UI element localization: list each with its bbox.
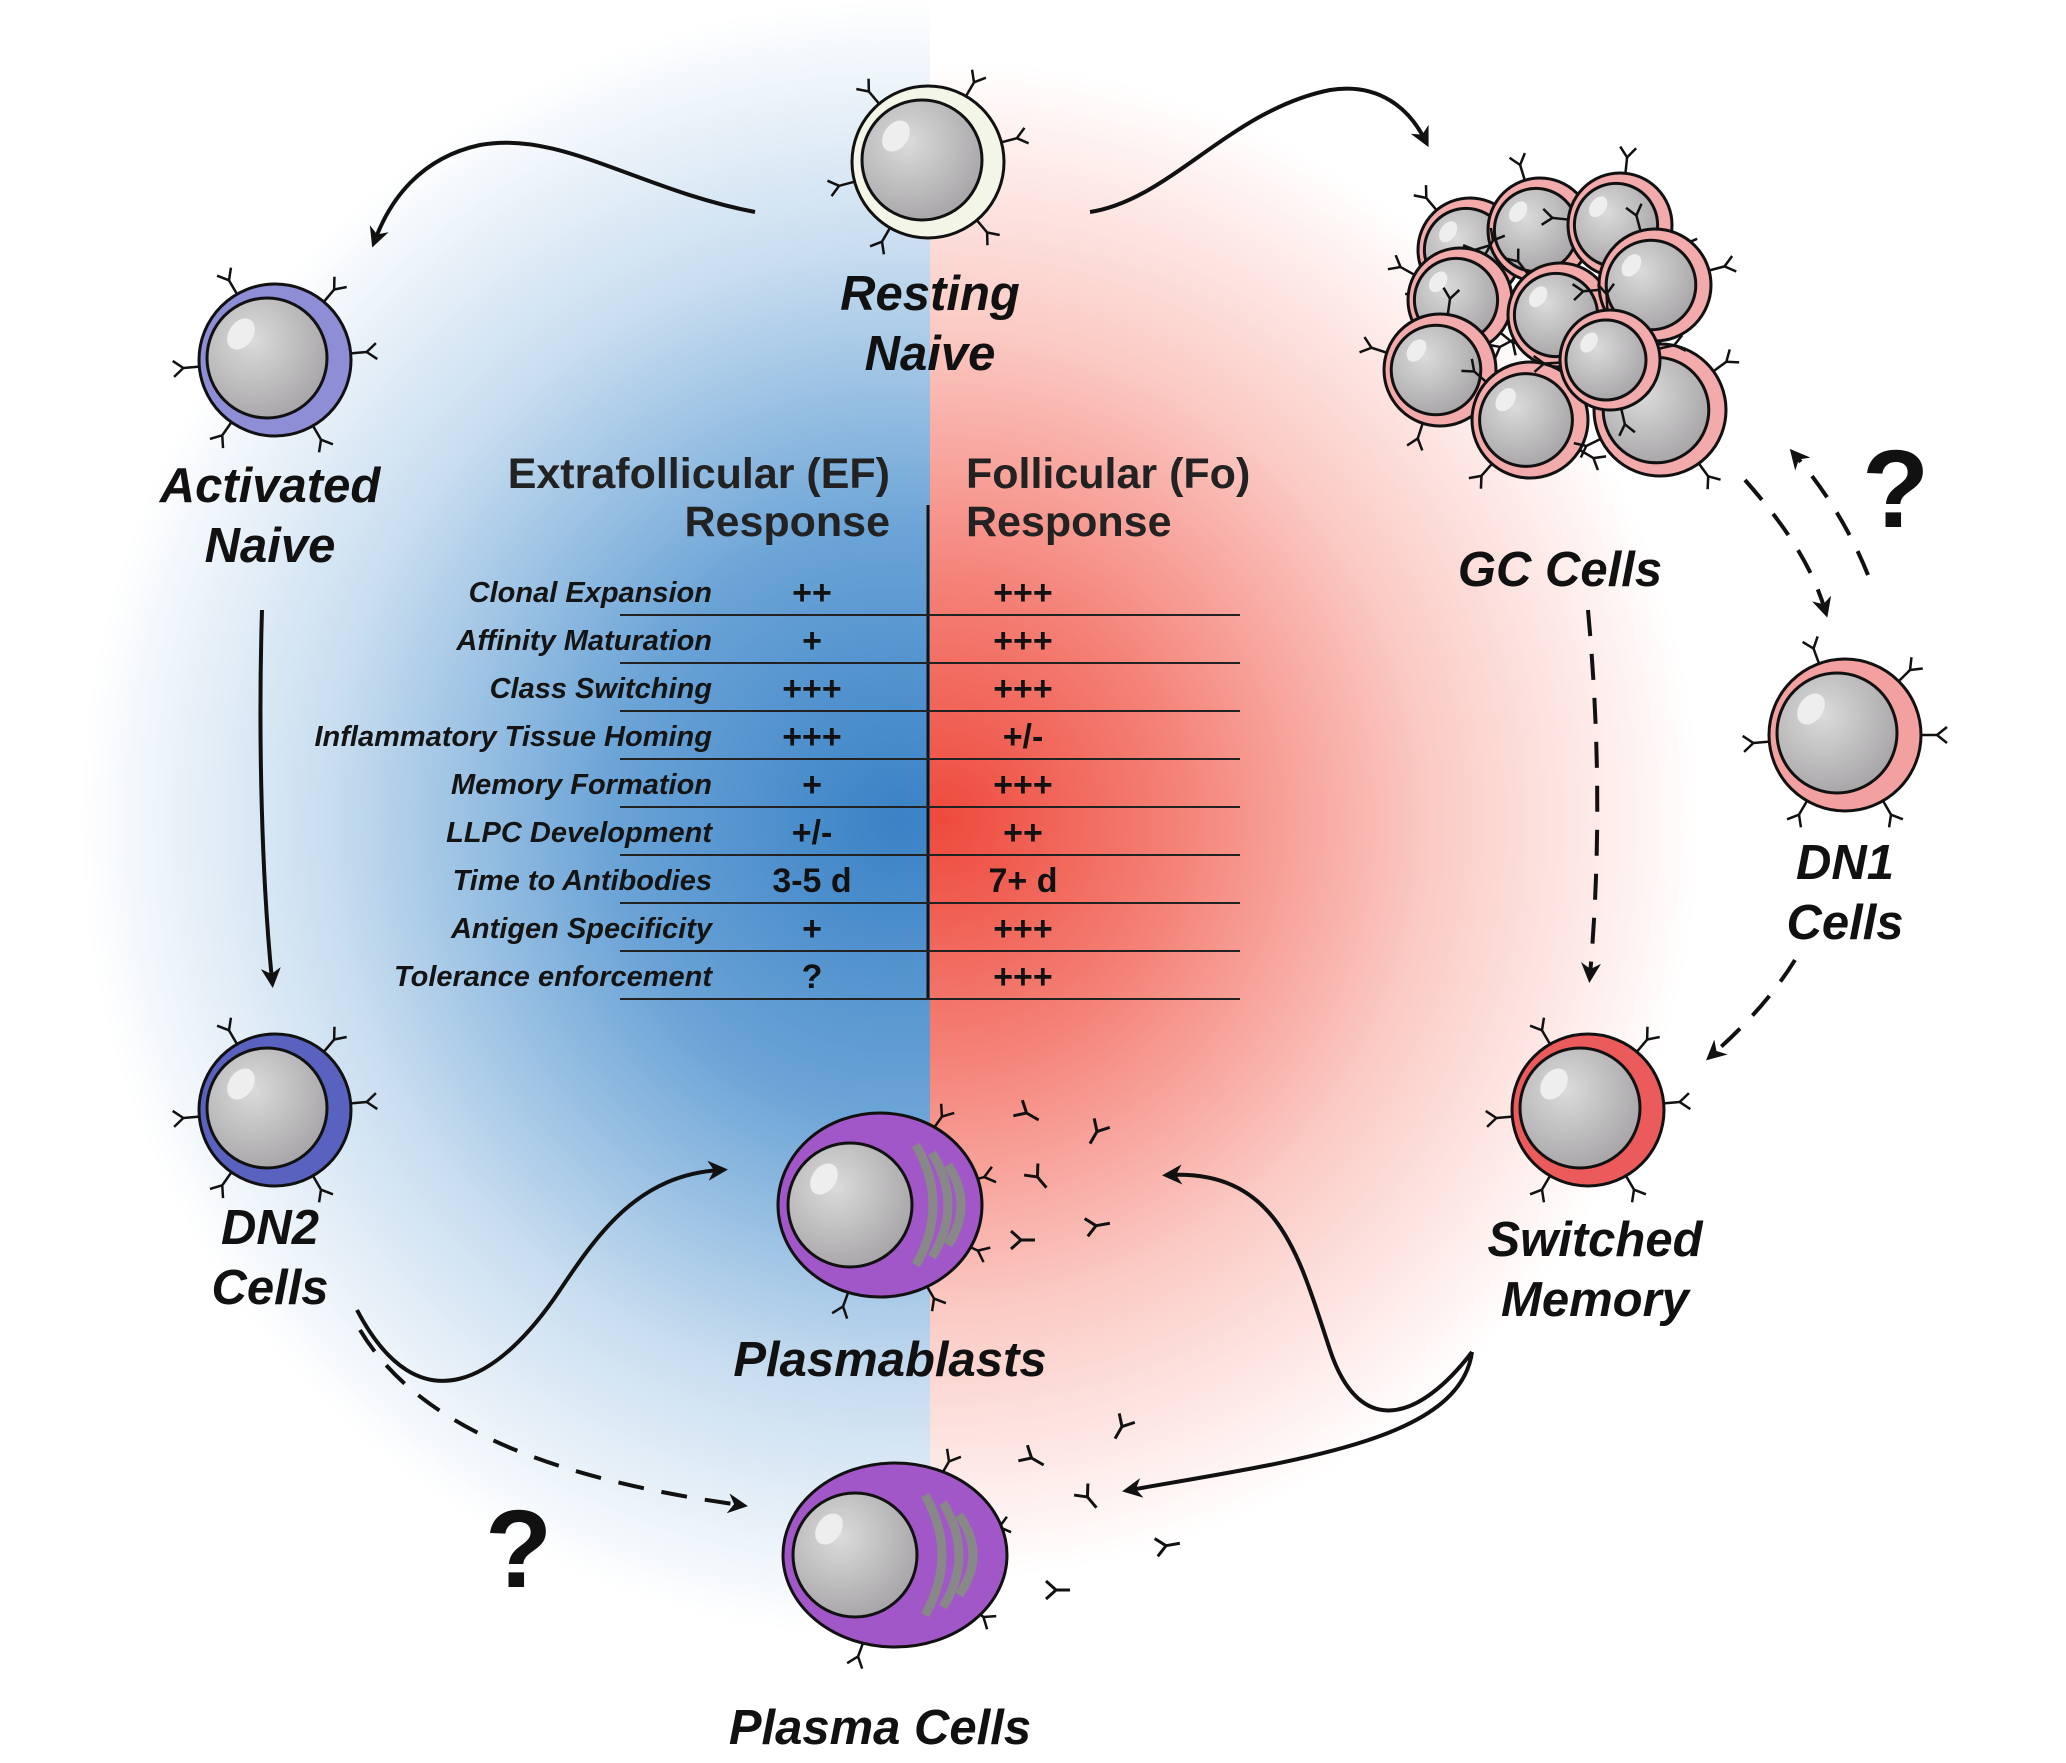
- ef-background: [0, 0, 930, 1763]
- row-label: Antigen Specificity: [450, 913, 712, 945]
- fo-value: 7+ d: [988, 862, 1058, 900]
- gc-cells-cluster: [1358, 145, 1741, 491]
- question-mark-dn2-plasma: ?: [485, 1488, 553, 1611]
- table-row-lines: [620, 614, 1240, 1000]
- gc-cell: [1571, 202, 1738, 369]
- plasma-cell: [781, 1447, 1013, 1670]
- table-row: Time to Antibodies 3-5 d 7+ d: [300, 857, 1240, 905]
- ef-value: +: [802, 766, 822, 804]
- switched-memory-label: Switched Memory: [1487, 1213, 1703, 1327]
- table-row: LLPC Development +/- ++: [300, 809, 1240, 857]
- ef-value: +++: [782, 718, 842, 756]
- dn2-label: DN2 Cells: [211, 1201, 329, 1315]
- row-label: Memory Formation: [450, 769, 712, 801]
- plasmablasts-label: Plasmablasts: [733, 1333, 1047, 1387]
- plasma-cells-label: Plasma Cells: [728, 1701, 1032, 1755]
- table-row: Antigen Specificity++++: [300, 905, 1240, 953]
- gc-cell: [1358, 286, 1524, 452]
- resting-naive-label: Resting Naive: [840, 267, 1020, 381]
- fo-header: Follicular (Fo) Response: [966, 450, 1251, 546]
- ef-value: +++: [782, 670, 842, 708]
- ef-value: +: [802, 622, 822, 660]
- switched-memory-cell: [1484, 1016, 1692, 1204]
- row-label: Affinity Maturation: [456, 625, 712, 657]
- fo-value: +++: [993, 910, 1053, 948]
- fo-value: +++: [993, 574, 1053, 612]
- fo-value: +++: [993, 622, 1053, 660]
- ef-value: ++: [792, 574, 832, 612]
- gc-cells-label: GC Cells: [1457, 543, 1663, 597]
- ef-value: +: [802, 910, 822, 948]
- row-label: Inflammatory Tissue Homing: [314, 721, 713, 753]
- ef-header: Extrafollicular (EF) Response: [507, 450, 890, 546]
- question-mark-dn1: ?: [1862, 428, 1930, 551]
- ef-value: ?: [801, 958, 823, 996]
- dn1-cell: [1741, 635, 1949, 829]
- row-label: Clonal Expansion: [468, 577, 712, 609]
- row-label: LLPC Development: [446, 817, 712, 849]
- activated-naive-label: Activated Naive: [159, 459, 381, 573]
- fo-value: +/-: [1002, 718, 1044, 756]
- fo-value: +++: [993, 958, 1053, 996]
- ef-value: +/-: [791, 814, 833, 852]
- fo-value: +++: [993, 766, 1053, 804]
- plasmablast-cell: [776, 1102, 998, 1320]
- dn1-label: DN1 Cells: [1786, 836, 1904, 950]
- table-row: Tolerance enforcement? +++: [300, 953, 1240, 1001]
- table-row: Memory Formation++++: [300, 761, 1240, 809]
- table-row: Inflammatory Tissue Homing +++ +/-: [300, 713, 1240, 761]
- activated-naive-cell: [171, 266, 379, 454]
- arrows: [258, 86, 1474, 1498]
- gc-cell: [1461, 151, 1620, 310]
- dashed-arrows: [358, 448, 1870, 1514]
- resting-naive-cell: [826, 68, 1030, 256]
- table-row: Affinity Maturation++++: [300, 617, 1240, 665]
- fo-value: +++: [993, 670, 1053, 708]
- row-label: Time to Antibodies: [452, 865, 712, 897]
- gc-cell: [1532, 282, 1688, 438]
- gc-cell: [1460, 342, 1608, 490]
- table-row: Class Switching +++ +++: [300, 665, 1240, 713]
- table-row: Clonal Expansion+++++: [300, 569, 1240, 617]
- row-label: Tolerance enforcement: [393, 961, 712, 993]
- row-label: Class Switching: [489, 673, 712, 705]
- ef-value: 3-5 d: [772, 862, 852, 900]
- dn2-cell: [171, 1016, 379, 1204]
- fo-value: ++: [1003, 814, 1043, 852]
